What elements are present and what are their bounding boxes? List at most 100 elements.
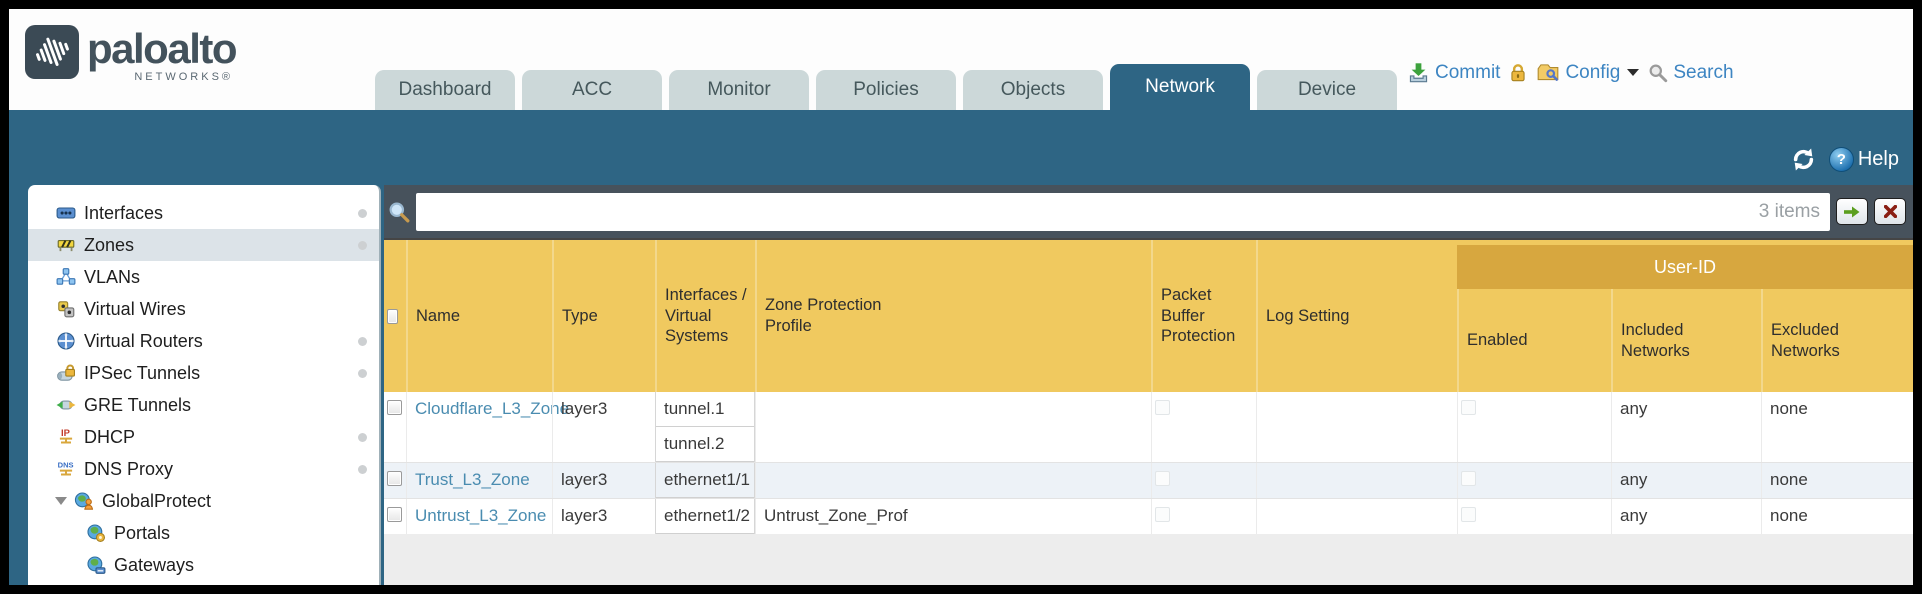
sidebar-item-portals[interactable]: Portals xyxy=(28,517,379,549)
status-dot xyxy=(358,432,367,442)
log-setting-cell xyxy=(1256,392,1457,462)
tab-policies[interactable]: Policies xyxy=(816,70,956,110)
row-select-cell xyxy=(384,499,406,534)
zones-icon xyxy=(55,235,77,255)
packet-buffer-checkbox xyxy=(1155,400,1170,415)
sidebar-item-gateways[interactable]: Gateways xyxy=(28,549,379,581)
tab-device[interactable]: Device xyxy=(1257,70,1397,110)
log-setting-cell xyxy=(1256,499,1457,534)
sidebar-item-label: GRE Tunnels xyxy=(84,394,192,415)
excluded-networks-cell: none xyxy=(1761,463,1913,498)
row-checkbox[interactable] xyxy=(387,471,402,486)
sidebar-item-label: Gateways xyxy=(114,554,195,575)
sidebar-item-label: Interfaces xyxy=(84,202,164,223)
sidebar-item-vlans[interactable]: VLANs xyxy=(28,261,379,293)
col-header-included-networks[interactable]: Included Networks xyxy=(1611,289,1761,392)
table-empty-space xyxy=(384,534,1913,585)
band-actions: ? Help xyxy=(1790,147,1899,172)
status-dot xyxy=(358,336,367,346)
zone-protection-cell: Untrust_Zone_Prof xyxy=(755,499,1151,534)
help-button[interactable]: ? Help xyxy=(1828,147,1899,172)
sidebar-item-label: Zones xyxy=(84,234,135,255)
search-button[interactable]: Search xyxy=(1648,61,1734,84)
filter-magnifier-icon xyxy=(388,201,410,223)
user-id-enabled-checkbox xyxy=(1461,400,1476,415)
col-header-zone-protection[interactable]: Zone Protection Profile xyxy=(755,240,1151,392)
zone-name-cell: Trust_L3_Zone xyxy=(406,463,552,498)
row-checkbox[interactable] xyxy=(387,507,402,522)
tab-monitor[interactable]: Monitor xyxy=(669,70,809,110)
col-header-type[interactable]: Type xyxy=(552,240,655,392)
svg-text:DNS: DNS xyxy=(58,460,74,469)
log-setting-cell xyxy=(1256,463,1457,498)
row-checkbox[interactable] xyxy=(387,400,402,415)
user-id-enabled-checkbox xyxy=(1461,471,1476,486)
packet-buffer-checkbox xyxy=(1155,471,1170,486)
status-dot xyxy=(358,464,367,474)
search-label: Search xyxy=(1673,61,1734,83)
excluded-networks-cell: none xyxy=(1761,499,1913,534)
sidebar-item-zones[interactable]: Zones xyxy=(28,229,379,261)
lock-icon[interactable] xyxy=(1509,62,1527,84)
item-count-label: 3 items xyxy=(1758,200,1820,222)
zone-name-link[interactable]: Untrust_L3_Zone xyxy=(415,506,547,525)
sidebar-item-label: Virtual Wires xyxy=(84,298,186,319)
sidebar-item-interfaces[interactable]: Interfaces xyxy=(28,197,379,229)
expand-caret-icon[interactable] xyxy=(55,497,67,505)
row-select-cell xyxy=(384,392,406,462)
tab-acc[interactable]: ACC xyxy=(522,70,662,110)
search-icon xyxy=(1648,63,1668,83)
status-dot xyxy=(358,368,367,378)
top-actions: Commit xyxy=(1407,61,1734,84)
zone-type-cell: layer3 xyxy=(552,392,655,462)
included-networks-cell: any xyxy=(1611,463,1761,498)
select-all-checkbox[interactable] xyxy=(387,308,398,324)
config-menu-button[interactable]: Config xyxy=(1536,61,1640,84)
col-header-interfaces[interactable]: Interfaces / Virtual Systems xyxy=(655,240,755,392)
sidebar-item-label: GlobalProtect xyxy=(102,490,212,511)
commit-icon xyxy=(1407,61,1430,84)
sidebar-item-ipsec-tunnels[interactable]: IPSec Tunnels xyxy=(28,357,379,389)
refresh-icon[interactable] xyxy=(1790,147,1817,172)
col-header-packet-buffer[interactable]: Packet Buffer Protection xyxy=(1151,240,1256,392)
included-networks-cell: any xyxy=(1611,392,1761,462)
tab-network[interactable]: Network xyxy=(1110,64,1250,110)
status-dot xyxy=(358,240,367,250)
sidebar-item-gre-tunnels[interactable]: GRE Tunnels xyxy=(28,389,379,421)
virtual-routers-icon xyxy=(55,331,77,351)
zone-name-link[interactable]: Cloudflare_L3_Zone xyxy=(415,399,570,418)
commit-button[interactable]: Commit xyxy=(1407,61,1500,84)
config-label: Config xyxy=(1565,61,1621,83)
brand: paloalto NETWORKS® xyxy=(25,25,238,83)
apply-filter-button[interactable] xyxy=(1836,198,1868,225)
col-header-name[interactable]: Name xyxy=(406,240,552,392)
zone-name-cell: Untrust_L3_Zone xyxy=(406,499,552,534)
excluded-networks-cell: none xyxy=(1761,392,1913,462)
tab-dashboard[interactable]: Dashboard xyxy=(375,70,515,110)
config-icon xyxy=(1536,62,1560,83)
filter-input-wrap: 3 items xyxy=(416,192,1830,231)
zone-name-cell: Cloudflare_L3_Zone xyxy=(406,392,569,462)
zone-name-link[interactable]: Trust_L3_Zone xyxy=(415,470,530,489)
clear-filter-button[interactable] xyxy=(1874,198,1906,225)
col-header-excluded-networks[interactable]: Excluded Networks xyxy=(1761,289,1913,392)
sidebar-item-virtual-wires[interactable]: Virtual Wires xyxy=(28,293,379,325)
col-header-log-setting[interactable]: Log Setting xyxy=(1256,240,1457,392)
tab-objects[interactable]: Objects xyxy=(963,70,1103,110)
user-id-enabled-cell xyxy=(1457,392,1611,462)
col-header-enabled[interactable]: Enabled xyxy=(1457,289,1611,392)
zones-table-header: Name Type Interfaces / Virtual Systems Z… xyxy=(384,238,1913,392)
sidebar-item-globalprotect[interactable]: GlobalProtect xyxy=(28,485,379,517)
sidebar-item-virtual-routers[interactable]: Virtual Routers xyxy=(28,325,379,357)
filter-input[interactable] xyxy=(416,192,1830,231)
